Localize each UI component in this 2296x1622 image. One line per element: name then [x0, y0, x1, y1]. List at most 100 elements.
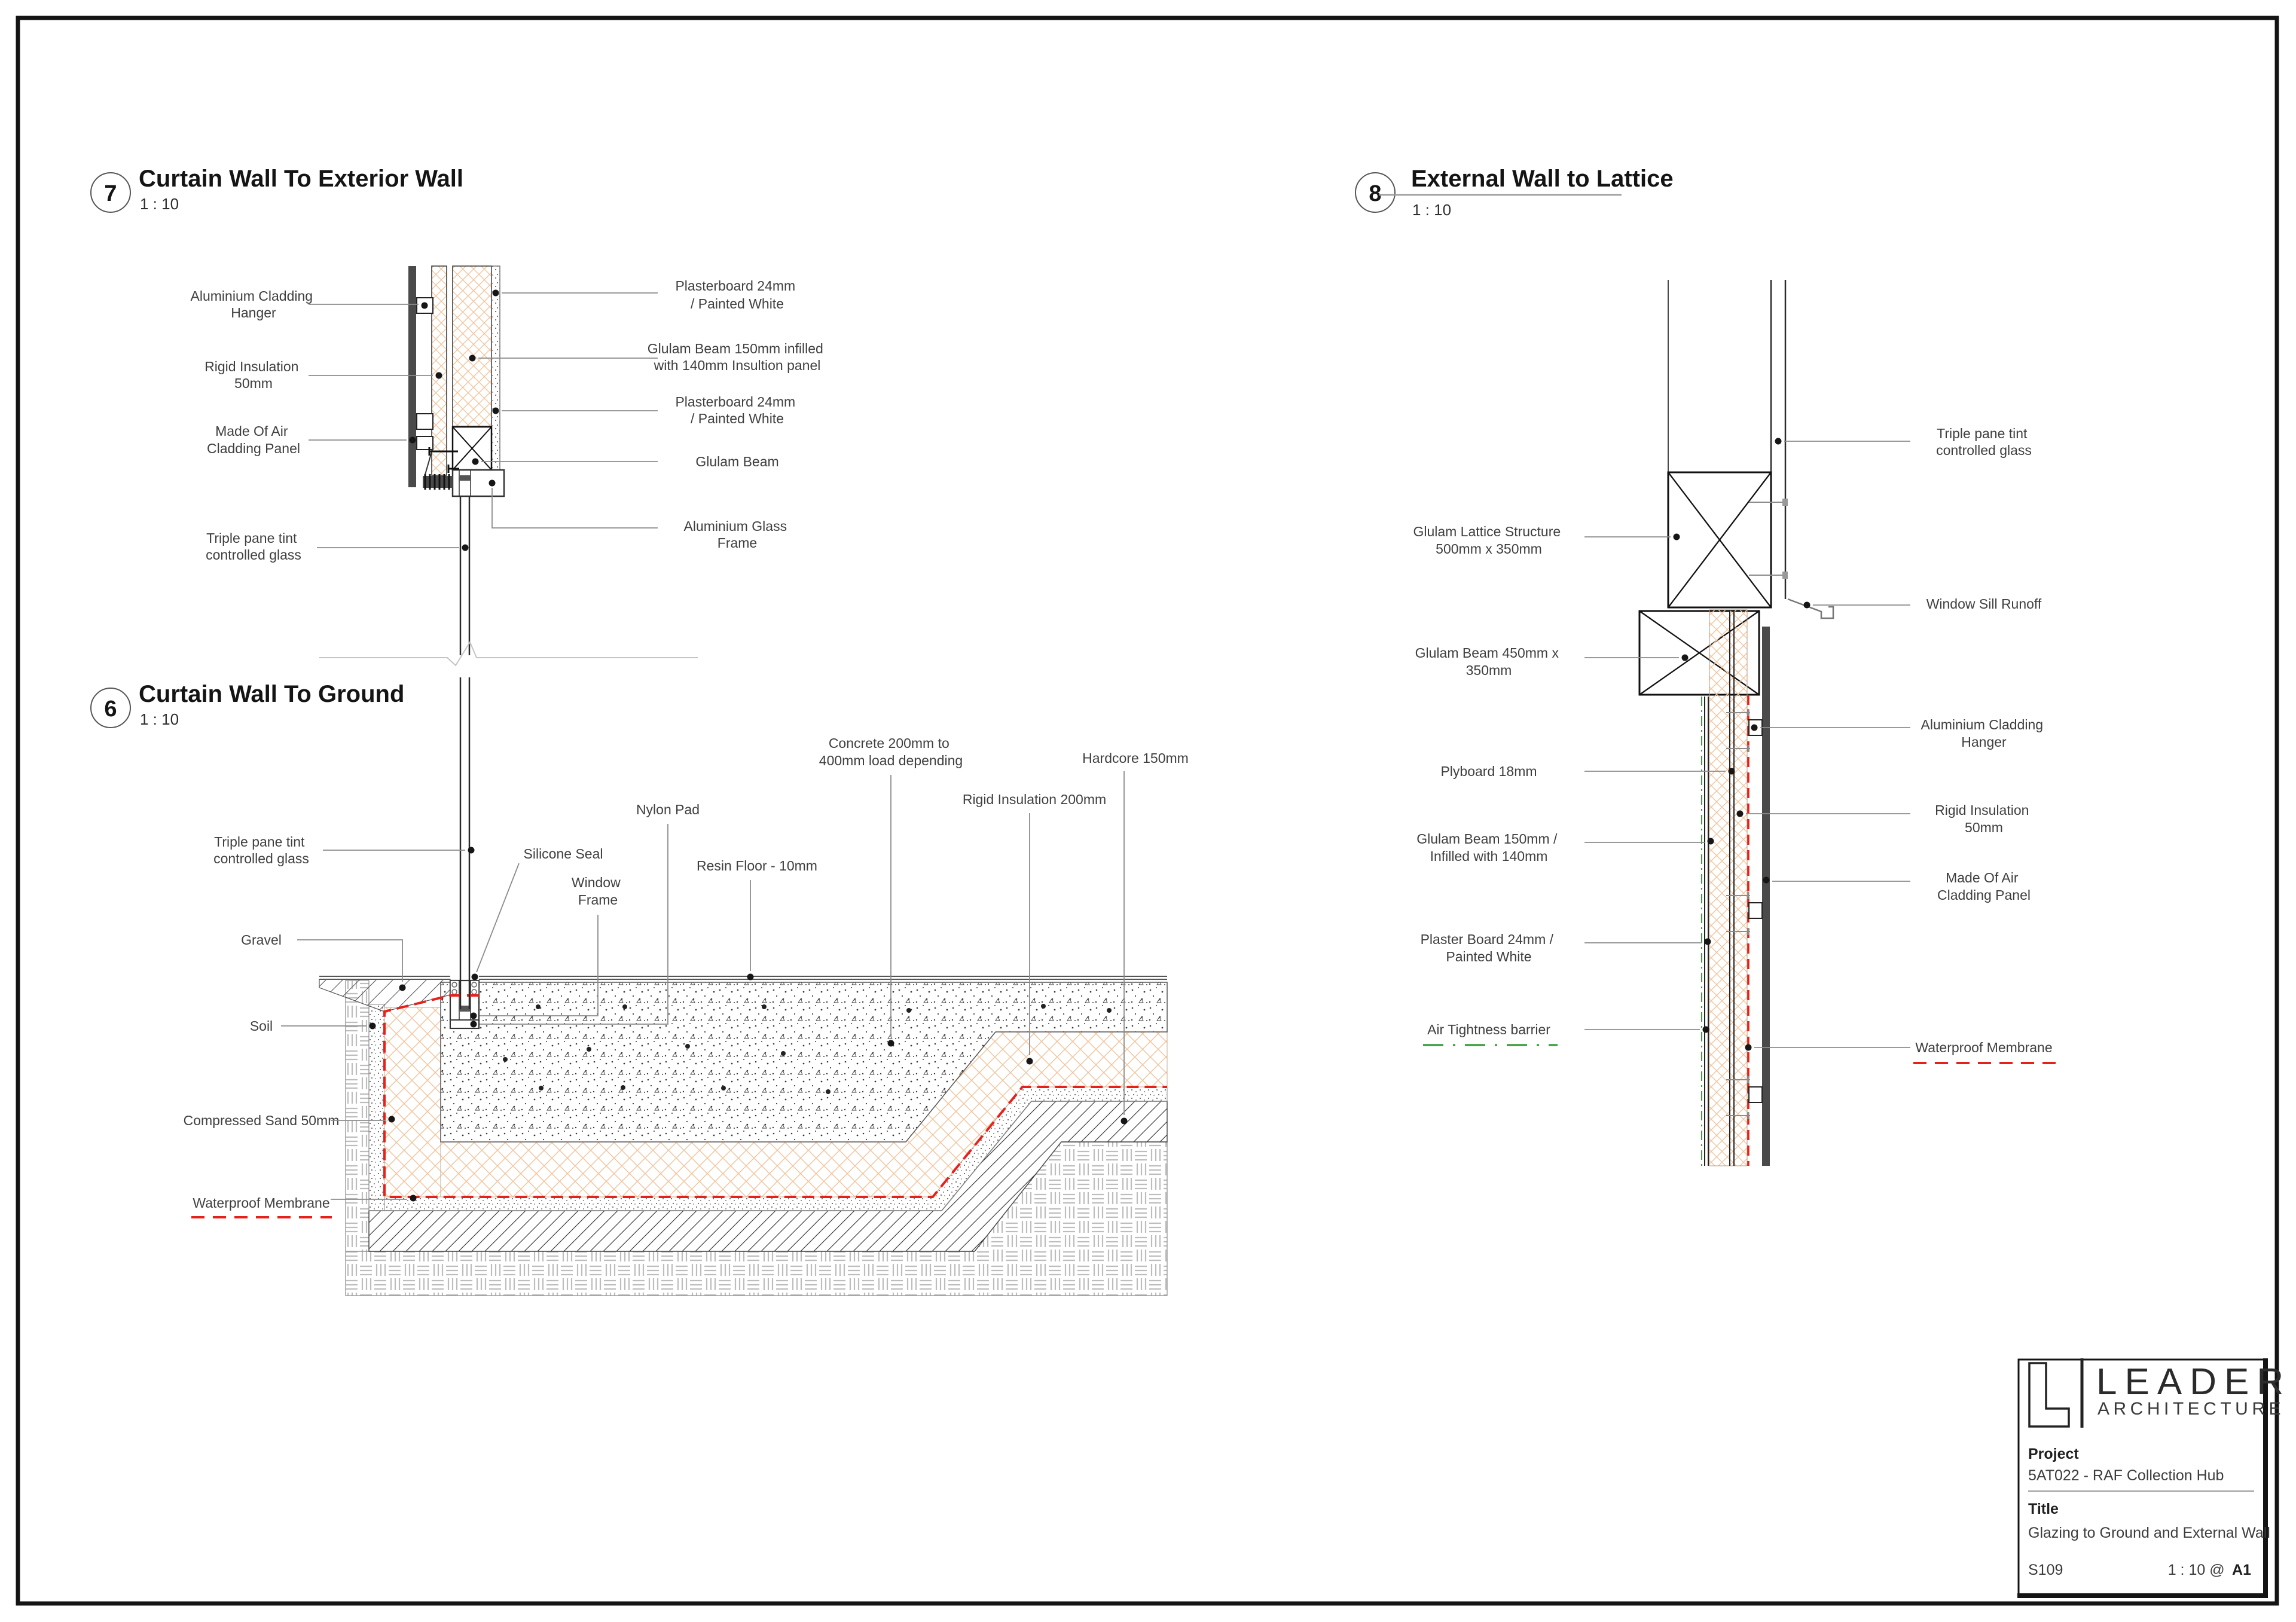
- detail-8-wall-section: [1638, 280, 1834, 1166]
- annotation-label: Rigid Insulation 50mm: [204, 359, 303, 391]
- annotation-label: Aluminium Cladding Hanger: [191, 288, 317, 320]
- annotation-label: Nylon Pad: [636, 802, 700, 817]
- detail-8-scale: 1 : 10: [1412, 201, 1451, 219]
- project-value: 5AT022 - RAF Collection Hub: [2028, 1467, 2224, 1484]
- annotation-label: Concrete 200mm to 400mm load depending: [819, 735, 963, 768]
- detail-6-left-labels: Triple pane tint controlled glass Gravel…: [184, 834, 475, 1218]
- glulam-infill-column: [452, 265, 492, 427]
- glulam-lattice-x-box: [1667, 471, 1772, 609]
- plyboard-lines: [1729, 610, 1735, 1166]
- annotation-label: Waterproof Membrane: [193, 1195, 329, 1211]
- detail-6-top-labels: Concrete 200mm to 400mm load depending H…: [470, 735, 1189, 1125]
- detail-6-number: 6: [104, 697, 117, 722]
- detail-6-scale: 1 : 10: [140, 710, 179, 728]
- cladding-hanger-block: [416, 413, 433, 430]
- annotation-label: Rigid Insulation 200mm: [963, 792, 1106, 807]
- waterproof-membrane-line: [383, 994, 1167, 1198]
- cladding-panel-bar: [1762, 627, 1770, 1166]
- annotation-label: Air Tightness barrier: [1427, 1022, 1550, 1037]
- anchor-bolt: [428, 447, 458, 456]
- glazing-fixing-ticks: [1749, 499, 1788, 579]
- leader-architecture-logo-icon: [2028, 1362, 2070, 1428]
- detail-7-wall-section: [408, 265, 505, 655]
- annotation-label: Plasterboard 24mm / Painted White: [675, 394, 799, 426]
- annotation-label: Plyboard 18mm: [1440, 763, 1537, 779]
- annotation-label: Gravel: [241, 932, 282, 948]
- annotation-label: Resin Floor - 10mm: [697, 858, 817, 873]
- annotation-label: Glulam Beam 150mm / Infilled with 140mm: [1416, 831, 1561, 864]
- annotation-label: Waterproof Membrane: [1915, 1040, 2052, 1055]
- sheet-title-value: Glazing to Ground and External Wall: [2028, 1525, 2270, 1541]
- annotation-label: Glulam Beam: [695, 454, 778, 469]
- title-block: LEADER ARCHITECTURE Project 5AT022 - RAF…: [2017, 1358, 2291, 1598]
- annotation-label: Compressed Sand 50mm: [184, 1113, 340, 1128]
- annotation-label: Plasterboard 24mm / Painted White: [675, 278, 799, 311]
- annotation-label: Triple pane tint controlled glass: [206, 530, 301, 563]
- detail-6-number-bubble: [90, 688, 131, 728]
- title-block-frame: [2017, 1358, 2266, 1596]
- soil-left-column: [345, 980, 370, 1252]
- detail-6-title: Curtain Wall To Ground: [139, 681, 404, 707]
- detail-6-ground-section: [319, 677, 1168, 1296]
- annotation-label: Plaster Board 24mm / Painted White: [1421, 931, 1558, 964]
- detail-8-right-labels: Triple pane tint controlled glass Window…: [1736, 426, 2058, 1064]
- detail-8-number-bubble: [1355, 172, 1396, 213]
- annotation-label: Aluminium Cladding Hanger: [1921, 717, 2047, 750]
- glazing-lines-upper: [459, 496, 471, 655]
- wall-fixing-ticks: [1726, 709, 1750, 1119]
- glulam-insulation-column: [1709, 609, 1748, 1166]
- window-sill-runoff: [1787, 598, 1834, 619]
- glazing-lines-lower: [459, 677, 471, 1009]
- floor-surface-lines: [319, 976, 1167, 980]
- annotation-label: Triple pane tint controlled glass: [213, 834, 309, 866]
- annotation-label: Window Sill Runoff: [1926, 596, 2042, 612]
- plasterboard-column: [491, 265, 500, 471]
- plasterboard-lines: [1704, 697, 1709, 1166]
- detail-8-number: 8: [1369, 181, 1381, 206]
- project-label: Project: [2028, 1446, 2079, 1462]
- break-line: [319, 640, 698, 667]
- annotation-label: Aluminium Glass Frame: [684, 518, 791, 551]
- annotation-label: Window Frame: [572, 875, 624, 908]
- annotation-label: Made Of Air Cladding Panel: [1937, 870, 2031, 903]
- detail-7-right-labels: Plasterboard 24mm / Painted White Glulam…: [469, 278, 827, 551]
- detail-7-number: 7: [104, 181, 117, 206]
- sheet-border: [16, 16, 2279, 1606]
- sheet-number: S109: [2028, 1562, 2063, 1578]
- flashing-line: [424, 447, 433, 477]
- detail-7-scale: 1 : 10: [140, 195, 179, 213]
- detail-7-title: Curtain Wall To Exterior Wall: [139, 166, 463, 192]
- detail-7-left-labels: Aluminium Cladding Hanger Rigid Insulati…: [191, 288, 469, 563]
- rigid-insulation-column: [431, 265, 447, 476]
- fixing-bar-ribs: [424, 474, 450, 490]
- annotation-label: Made Of Air Cladding Panel: [207, 423, 300, 456]
- annotation-label: Glulam Lattice Structure 500mm x 350mm: [1413, 524, 1564, 557]
- gravel-wedge: [319, 979, 451, 1012]
- annotation-label: Triple pane tint controlled glass: [1936, 426, 2032, 458]
- rigid-insulation-upstand: [384, 1007, 441, 1198]
- annotation-label: Hardcore 150mm: [1082, 750, 1189, 766]
- brand-subname: ARCHITECTURE: [2097, 1399, 2285, 1419]
- annotation-label: Glulam Beam 150mm infilled with 140mm In…: [648, 341, 827, 373]
- glulam-beam-x-box: [451, 426, 493, 471]
- detail-8-external-wall-to-lattice: 8 External Wall to Lattice 1 : 10: [1355, 166, 2058, 1166]
- compressed-sand-upstand: [368, 1004, 385, 1211]
- cladding-bracket: [416, 436, 433, 450]
- detail-8-title: External Wall to Lattice: [1411, 166, 1674, 192]
- aluminium-glass-frame-head: [451, 469, 505, 497]
- cladding-hanger-blocks: [1748, 719, 1763, 1103]
- detail-7-number-bubble: [90, 172, 131, 213]
- sheet-title-label: Title: [2028, 1501, 2059, 1517]
- sheet-scale: 1 : 10 @ A1: [2168, 1562, 2251, 1578]
- annotation-label: Rigid Insulation 50mm: [1935, 802, 2033, 835]
- brand-name: LEADER: [2096, 1361, 2291, 1403]
- detail-6-curtain-wall-to-ground: 6 Curtain Wall To Ground 1 : 10: [90, 677, 1189, 1296]
- cladding-panel-bar: [408, 266, 416, 487]
- detail-7-curtain-wall-to-exterior-wall: 7 Curtain Wall To Exterior Wall 1 : 10: [90, 166, 827, 655]
- anchor-bolt: [447, 465, 459, 473]
- annotation-label: Silicone Seal: [524, 846, 603, 862]
- annotation-label: Glulam Beam 450mm x 350mm: [1415, 645, 1563, 678]
- annotation-label: Soil: [250, 1018, 273, 1034]
- detail-8-left-labels: Glulam Lattice Structure 500mm x 350mm G…: [1413, 524, 1735, 1046]
